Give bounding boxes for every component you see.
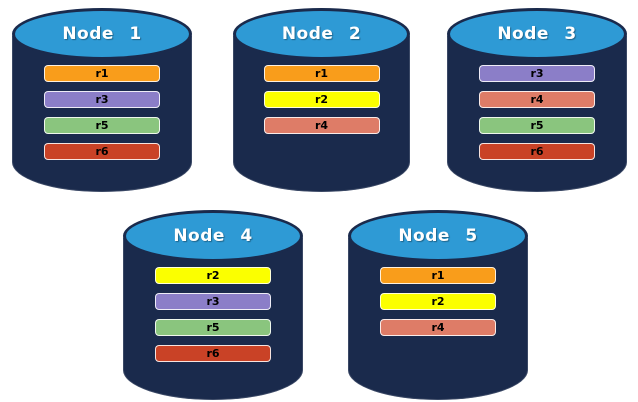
- replica-bar-r5: r5: [44, 117, 160, 134]
- replica-bar-r3: r3: [479, 65, 595, 82]
- replica-bar-r2: r2: [380, 293, 496, 310]
- replica-bar-r1: r1: [380, 267, 496, 284]
- replica-bar-r4: r4: [263, 117, 380, 134]
- node-title: Node 3: [497, 24, 577, 44]
- replica-bar-r3: r3: [44, 91, 160, 108]
- node-cylinder: Node 3 r3 r4 r5 r6: [447, 8, 627, 192]
- replica-list: r1 r2 r4: [348, 267, 528, 345]
- node-title: Node 5: [398, 226, 478, 246]
- replica-bar-r2: r2: [155, 267, 271, 284]
- replica-list: r3 r4 r5 r6: [447, 65, 627, 169]
- node-cylinder: Node 4 r2 r3 r5 r6: [123, 210, 303, 400]
- replica-bar-r4: r4: [479, 91, 595, 108]
- replica-bar-r1: r1: [263, 65, 380, 82]
- replica-bar-r6: r6: [44, 143, 160, 160]
- cylinder-top: Node 2: [233, 8, 410, 60]
- node-cylinder: Node 5 r1 r2 r4: [348, 210, 528, 400]
- node-title: Node 1: [62, 24, 142, 44]
- node-title: Node 2: [281, 24, 362, 44]
- replica-list: r2 r3 r5 r6: [123, 267, 303, 371]
- replica-bar-r5: r5: [155, 319, 271, 336]
- replica-bar-r3: r3: [155, 293, 271, 310]
- replica-bar-r6: r6: [155, 345, 271, 362]
- replica-bar-r5: r5: [479, 117, 595, 134]
- node-title: Node 4: [173, 226, 253, 246]
- replica-bar-r2: r2: [263, 91, 380, 108]
- cylinder-top: Node 5: [348, 210, 528, 262]
- replica-bar-r6: r6: [479, 143, 595, 160]
- replica-list: r1 r2 r4: [233, 65, 410, 143]
- replica-bar-r4: r4: [380, 319, 496, 336]
- replica-bar-r1: r1: [44, 65, 160, 82]
- cylinder-body: [348, 235, 528, 400]
- cylinder-top: Node 3: [447, 8, 627, 60]
- node-cylinder: Node 1 r1 r3 r5 r6: [12, 8, 192, 192]
- cylinder-top: Node 4: [123, 210, 303, 262]
- node-cylinder: Node 2 r1 r2 r4: [233, 8, 410, 192]
- cylinder-top: Node 1: [12, 8, 192, 60]
- cylinder-body: [123, 235, 303, 400]
- replica-list: r1 r3 r5 r6: [12, 65, 192, 169]
